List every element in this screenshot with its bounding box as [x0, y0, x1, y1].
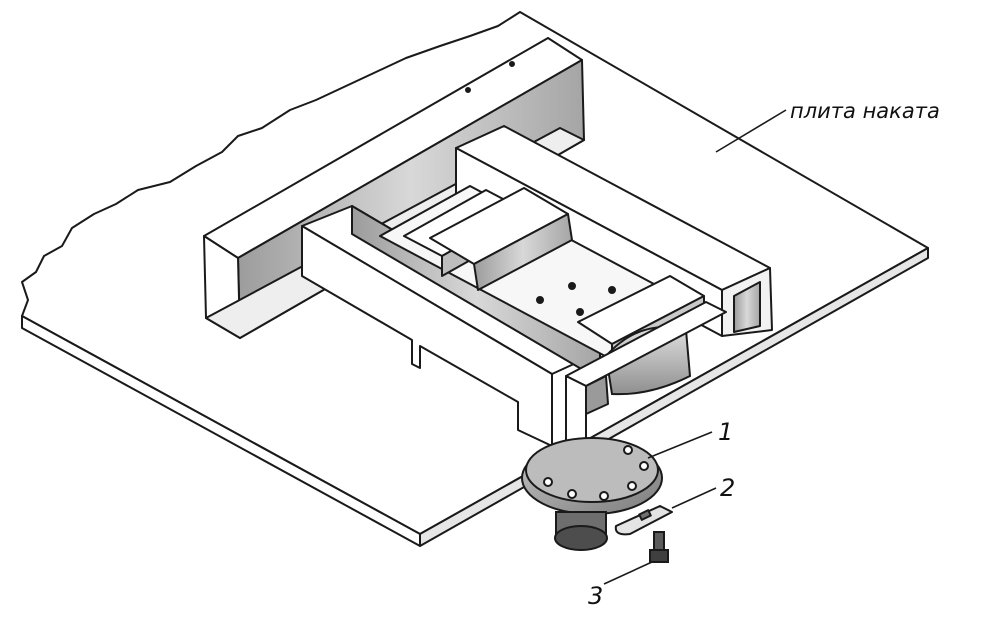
front-bracket	[565, 301, 727, 453]
front-bracket-inner	[585, 375, 609, 415]
flange-bolt-hole	[567, 489, 577, 499]
label-part-3: 3	[588, 582, 603, 610]
lock-plate-body	[614, 505, 673, 536]
rivet-hole	[465, 87, 471, 93]
flange-bolt-hole	[639, 461, 649, 471]
flange-hub-end	[554, 525, 608, 551]
left-beam-side	[301, 225, 553, 447]
flange-face	[525, 437, 659, 503]
part-2-lock-plate	[614, 505, 673, 536]
bolt-head	[649, 549, 669, 563]
center-block-side	[473, 213, 573, 291]
flange-bolt-hole	[543, 477, 553, 487]
leader-plate	[715, 109, 787, 153]
right-beam-end-channel	[733, 281, 761, 333]
rivet-hole	[509, 61, 515, 67]
part-1-flange	[521, 437, 663, 551]
leader-3	[603, 561, 653, 585]
bed-hole	[568, 282, 576, 290]
flange-bolt-hole	[627, 481, 637, 491]
leader-2	[671, 487, 717, 509]
leader-lines	[603, 109, 787, 585]
label-part-2: 2	[720, 474, 735, 502]
bed-hole	[608, 286, 616, 294]
part-3-bolt	[649, 531, 669, 563]
flange-bolt-hole	[599, 491, 609, 501]
center-bed	[379, 185, 715, 365]
lock-plate-slot	[638, 509, 652, 521]
bed-hole	[536, 296, 544, 304]
label-part-1: 1	[718, 418, 733, 446]
label-plate: плита наката	[790, 99, 940, 123]
flange-bolt-hole	[623, 445, 633, 455]
bed-hole	[576, 308, 584, 316]
leader-1	[647, 431, 713, 459]
